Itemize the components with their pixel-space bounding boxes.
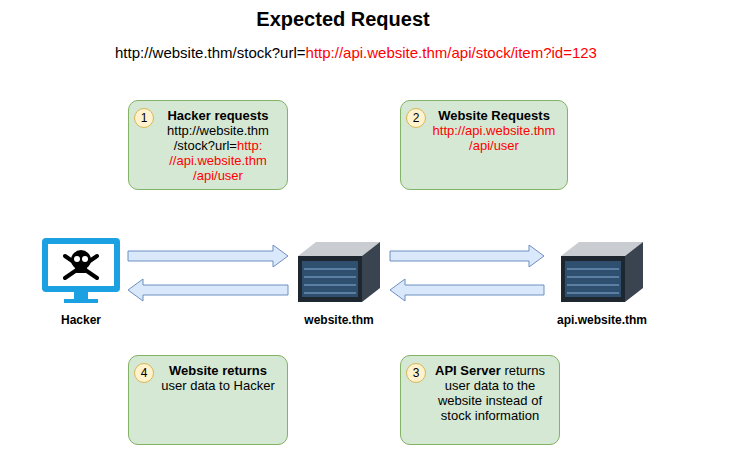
flow-arrow	[128, 279, 288, 301]
text-block: http://api.website.thm /api/user	[427, 123, 561, 153]
heading-text: API Server	[435, 363, 501, 378]
heading-text: Website Requests	[438, 108, 550, 123]
server: api.website.thm	[548, 236, 656, 328]
body-text: Hacker	[61, 313, 101, 327]
body-text: user data to Hacker	[161, 378, 274, 393]
text-block: Website returns	[155, 363, 281, 378]
body-text: 2	[413, 111, 420, 125]
text-block: Hacker requests	[155, 108, 281, 123]
url-text: http://website.thm/stock?url=	[115, 44, 306, 61]
text-block: 4	[135, 364, 153, 382]
text-block: website.thm	[292, 310, 386, 328]
body-text: 1	[141, 111, 148, 125]
text-block: Website Requests	[427, 108, 561, 123]
text-block: 2	[407, 109, 425, 127]
hacker-computer: Hacker	[38, 236, 124, 328]
callout-number: 1	[134, 108, 154, 128]
body-text: http://api.website.thm /api/user	[433, 123, 556, 153]
computer-icon	[38, 236, 124, 306]
body-text: 4	[141, 366, 148, 380]
callout-number: 2	[406, 108, 426, 128]
server-icon	[557, 236, 647, 306]
callout-number: 3	[406, 363, 426, 383]
heading-text: Hacker requests	[167, 108, 268, 123]
body-text: 3	[413, 366, 420, 380]
url-line: http://website.thm/stock?url=http://api.…	[0, 44, 712, 62]
server-icon	[294, 236, 384, 306]
body-text: website.thm	[304, 313, 373, 327]
url-text: http://api.website.thm/api/stock/item?id…	[306, 44, 597, 61]
text-block: Hacker	[38, 310, 124, 328]
heading-text: Website returns	[169, 363, 267, 378]
step-box: Hacker requestshttp://website.thm /stock…	[128, 100, 288, 190]
text-block: API Server returns user data to the webs…	[427, 363, 553, 423]
step-box: Website Requestshttp://api.website.thm /…	[400, 100, 568, 190]
flow-arrow	[128, 245, 288, 267]
text-block: api.website.thm	[548, 310, 656, 328]
text-block: user data to Hacker	[155, 378, 281, 393]
step-box: API Server returns user data to the webs…	[400, 355, 560, 445]
callout-number: 4	[134, 363, 154, 383]
flow-arrow	[390, 279, 544, 301]
text-block: 3	[407, 364, 425, 382]
text-block: 1	[135, 109, 153, 127]
step-box: Website returnsuser data to Hacker 4	[128, 355, 288, 445]
diagram-title: Expected Request	[0, 7, 686, 31]
text-block: http://website.thm /stock?url=http: //ap…	[155, 123, 281, 183]
server: website.thm	[292, 236, 386, 328]
flow-arrow	[390, 245, 544, 267]
body-text: api.website.thm	[557, 313, 647, 327]
